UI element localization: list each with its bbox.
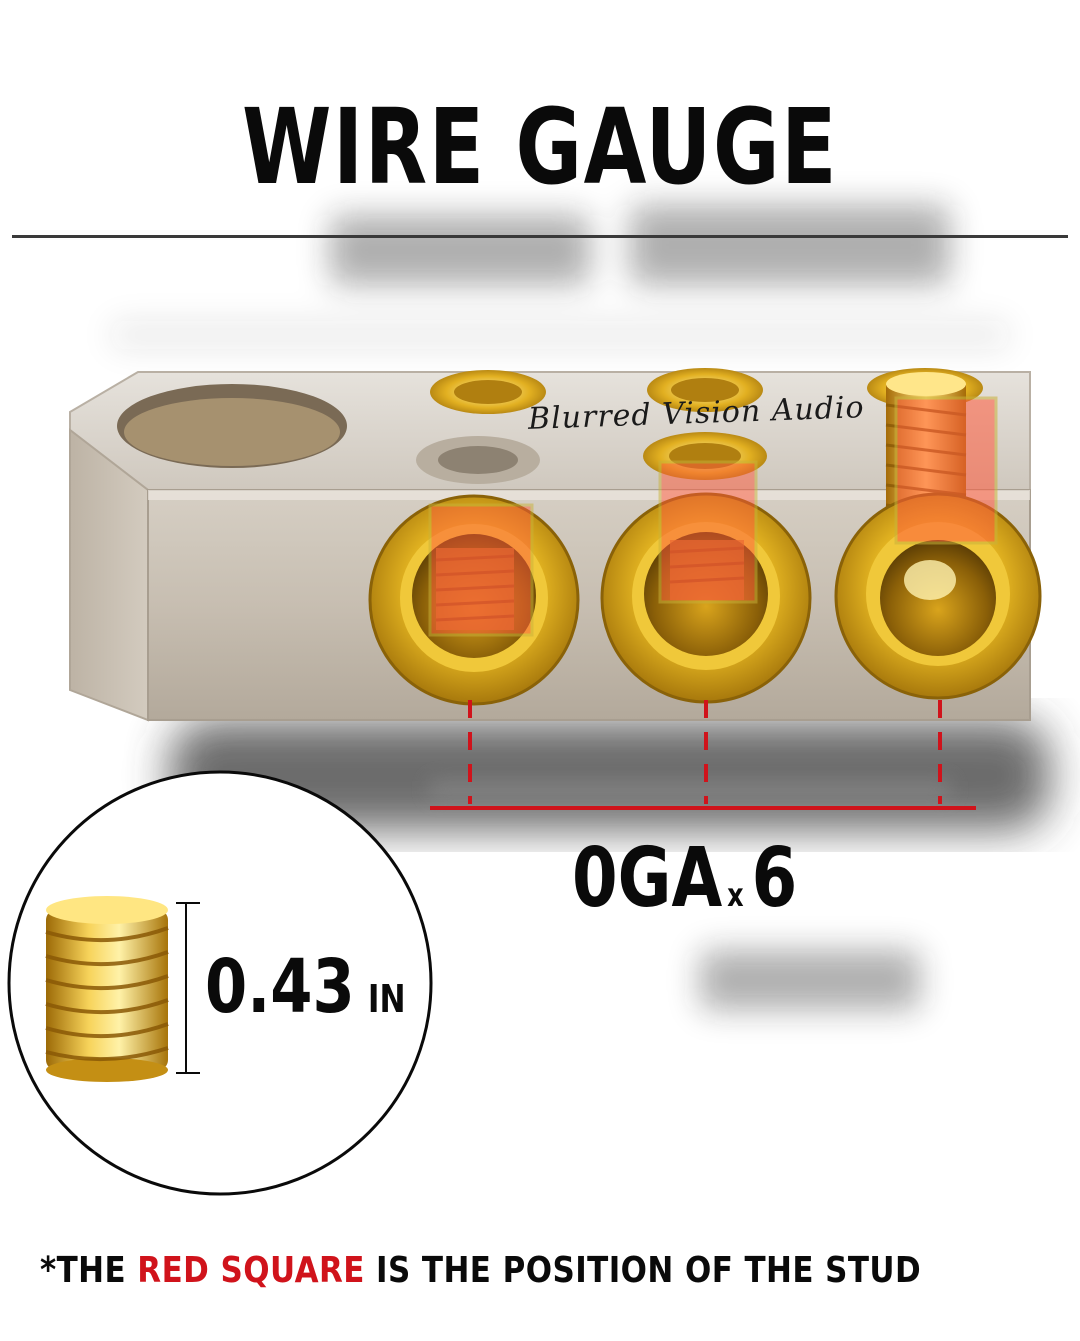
top-screw-holes [416, 368, 983, 484]
footnote-prefix: *THE [40, 1250, 138, 1291]
dimension-lines [468, 700, 942, 804]
gauge-count: 6 [751, 831, 798, 926]
size-dimension-bracket [176, 902, 200, 1074]
red-square-marker [428, 396, 998, 637]
screw-size-unit: IN [367, 977, 406, 1021]
wire-bore-3 [834, 492, 1042, 700]
gauge-value: 0GA [572, 831, 723, 926]
title-divider [12, 235, 1068, 238]
page-title: WIRE GAUGE [241, 86, 839, 208]
footnote-highlight: RED SQUARE [137, 1250, 365, 1291]
footnote-suffix: IS THE POSITION OF THE STUD [364, 1250, 922, 1291]
footnote: *THE RED SQUARE IS THE POSITION OF THE S… [40, 1250, 921, 1291]
screw-size-value: 0.43 [205, 944, 355, 1030]
gauge-multiplier: x [727, 876, 744, 914]
